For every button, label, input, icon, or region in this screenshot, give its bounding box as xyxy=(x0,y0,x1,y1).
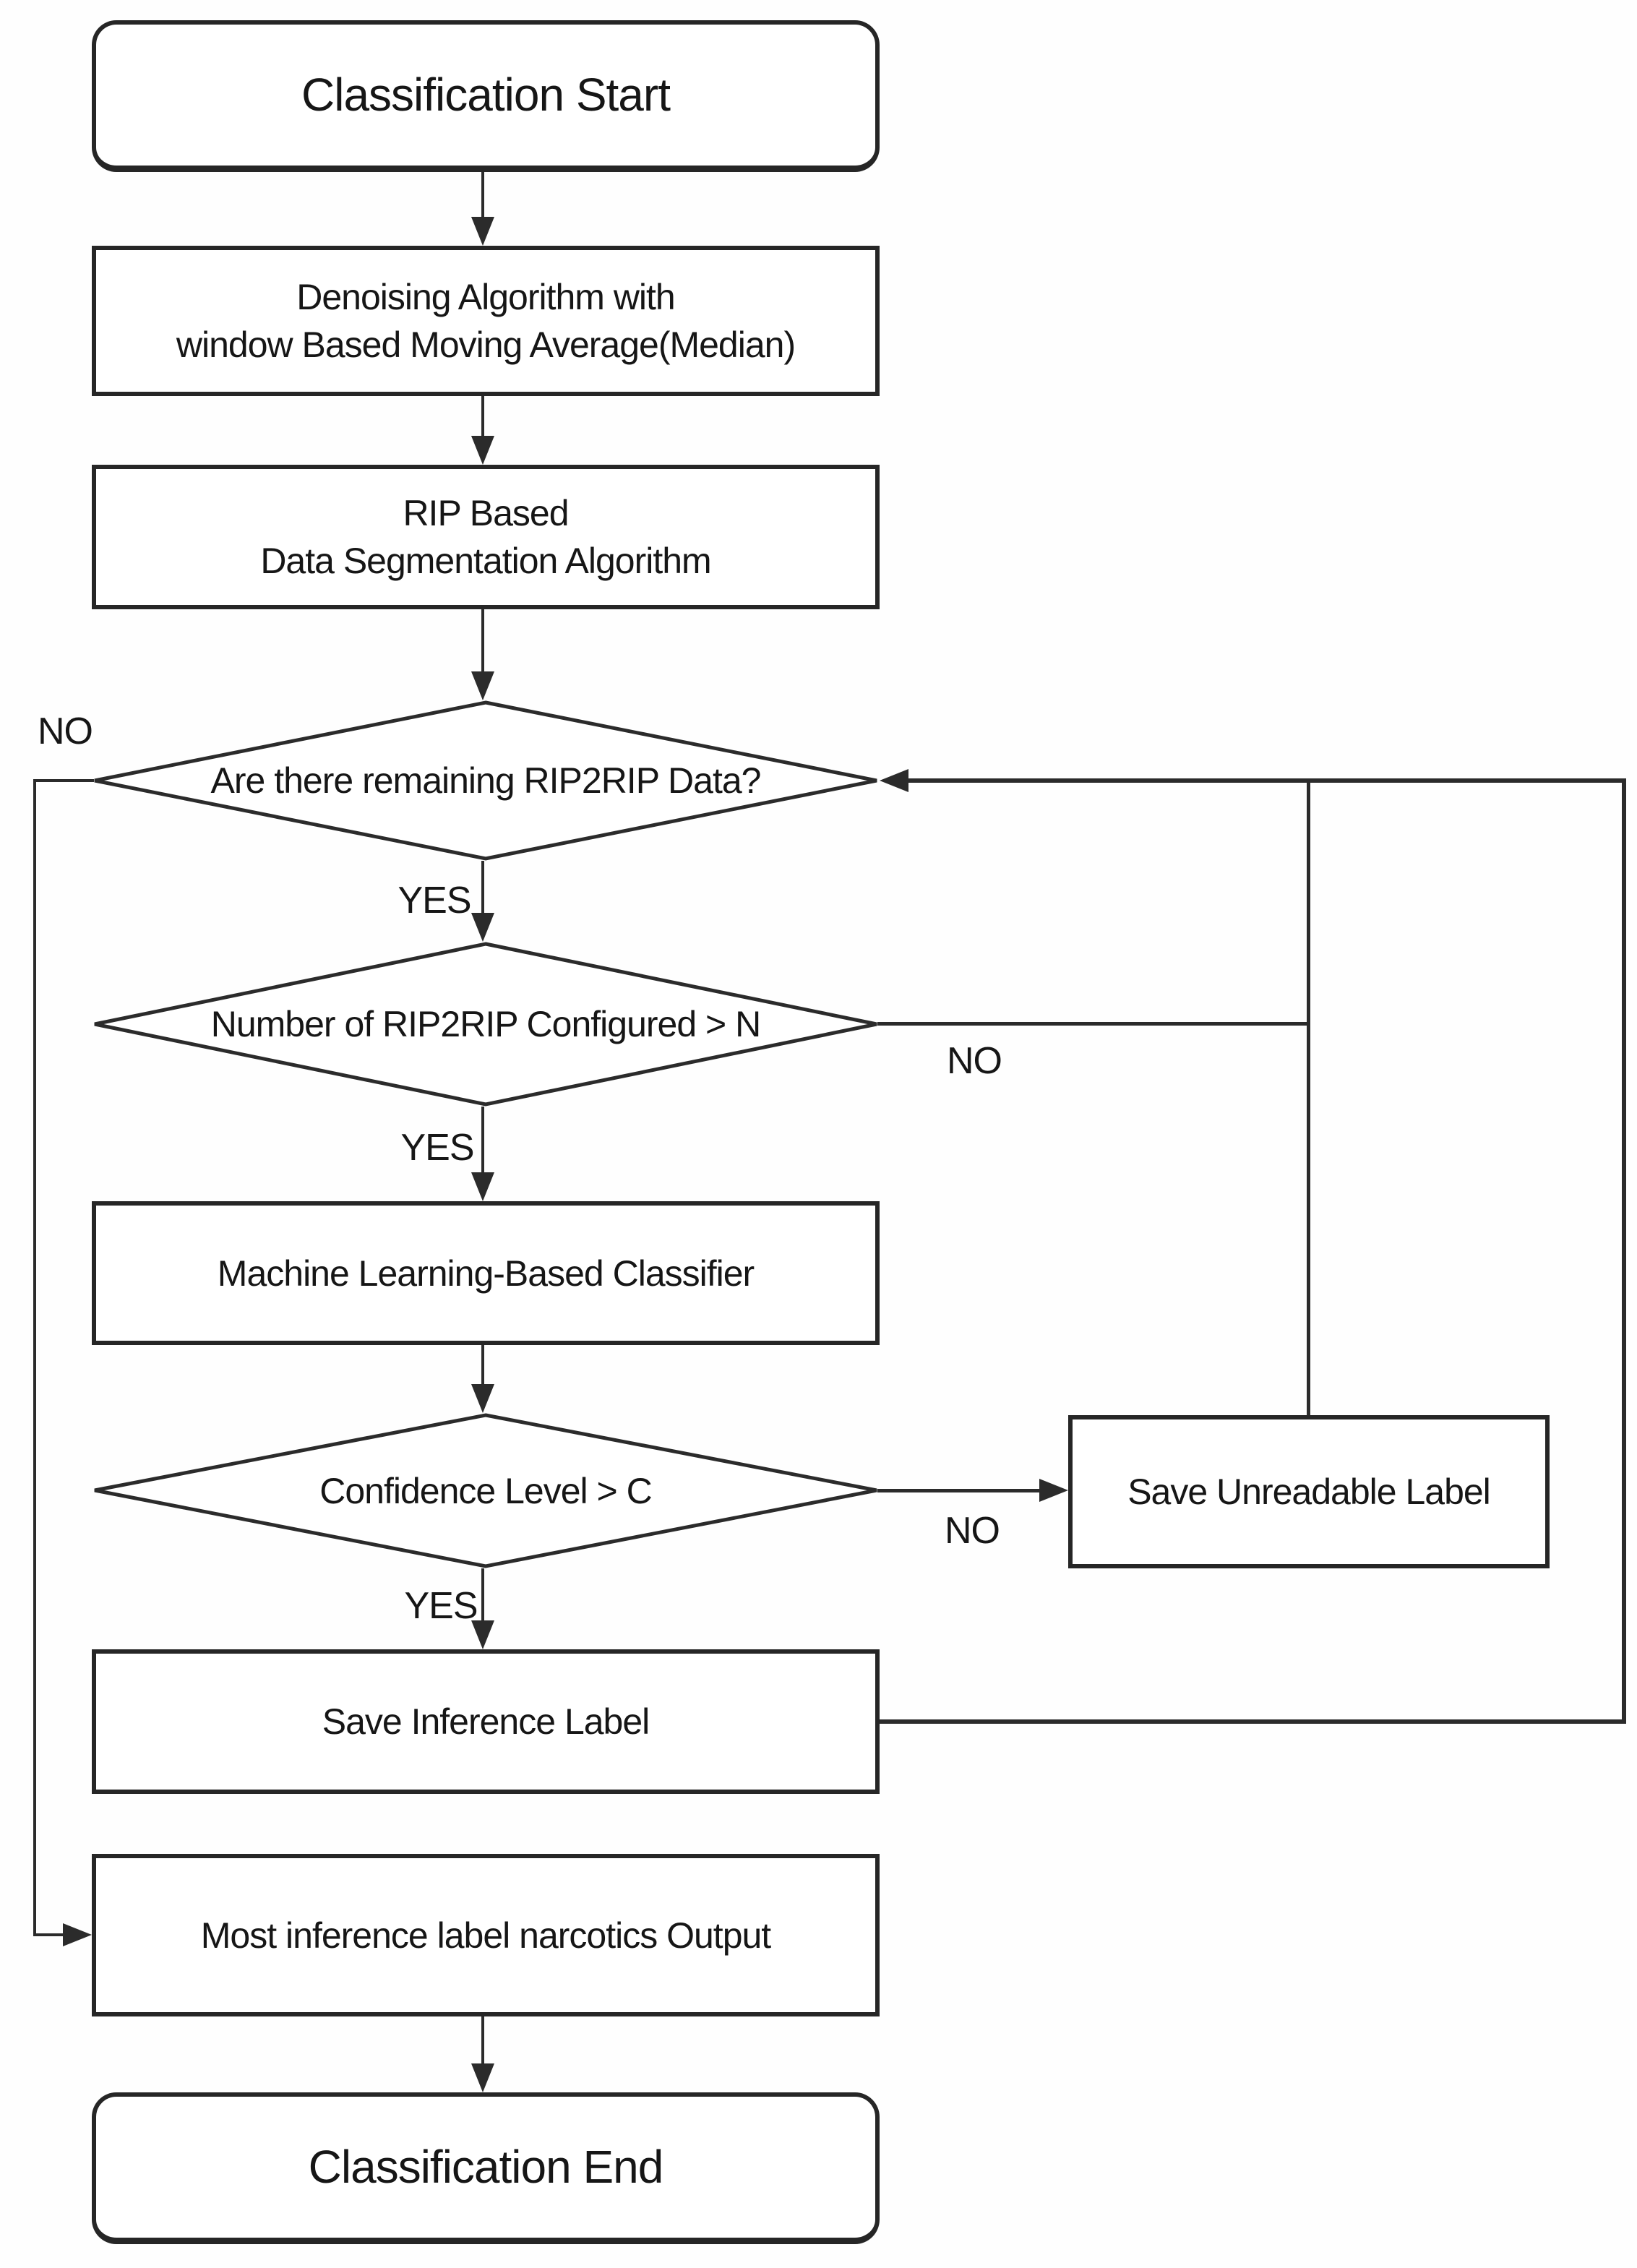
node-remaining-check: Are there remaining RIP2RIP Data? xyxy=(92,700,880,861)
edge-label-confidence-no: NO xyxy=(945,1510,1000,1552)
connector-confidence-no-right xyxy=(877,1489,1042,1492)
connector-configured-no-right xyxy=(877,1022,1310,1026)
connector-start-denoising xyxy=(481,172,484,218)
node-save-unreadable-label: Save Unreadable Label xyxy=(1127,1472,1491,1512)
node-save-inference-label: Save Inference Label xyxy=(322,1701,650,1742)
connector-unreadable-vertical xyxy=(1307,781,1310,1415)
node-confidence-check: Confidence Level > C xyxy=(92,1413,880,1568)
connector-remaining-yes-configured xyxy=(481,861,484,914)
arrowhead-into-remaining-right xyxy=(880,769,908,792)
edge-label-remaining-yes: YES xyxy=(398,880,471,922)
diamond-shape xyxy=(94,700,877,861)
node-denoising-label: Denoising Algorithm with window Based Mo… xyxy=(176,277,796,365)
connector-denoising-segmentation xyxy=(481,396,484,437)
node-confidence-check-label: Confidence Level > C xyxy=(319,1470,652,1511)
diamond-shape xyxy=(94,1413,877,1568)
connector-confidence-yes-save-inference xyxy=(481,1568,484,1622)
connector-remaining-no-left xyxy=(35,779,94,782)
arrowhead-into-classifier xyxy=(471,1172,494,1201)
node-denoising: Denoising Algorithm with window Based Mo… xyxy=(92,246,880,396)
node-remaining-check-label: Are there remaining RIP2RIP Data? xyxy=(210,760,762,801)
connector-configured-yes-classifier xyxy=(481,1107,484,1174)
node-save-unreadable: Save Unreadable Label xyxy=(1068,1415,1550,1568)
node-most-inference-output: Most inference label narcotics Output xyxy=(92,1854,880,2016)
arrowhead-into-save-inference xyxy=(471,1620,494,1649)
node-configured-check-label: Number of RIP2RIP Configured > N xyxy=(210,1004,762,1044)
feedback-bottom-horizontal xyxy=(880,1719,1626,1724)
edge-label-configured-yes: YES xyxy=(400,1127,474,1169)
connector-remaining-no-into-output xyxy=(33,1933,66,1936)
arrowhead-into-denoising xyxy=(471,217,494,246)
arrowhead-into-save-unreadable xyxy=(1039,1479,1068,1502)
arrowhead-into-output xyxy=(63,1923,92,1946)
node-segmentation-label: RIP Based Data Segmentation Algorithm xyxy=(260,493,711,581)
arrowhead-into-confidence-check xyxy=(471,1384,494,1413)
node-classification-end: Classification End xyxy=(92,2092,880,2244)
node-save-inference: Save Inference Label xyxy=(92,1649,880,1794)
node-classification-end-label: Classification End xyxy=(308,2141,664,2194)
diamond-shape xyxy=(94,942,877,1107)
arrowhead-into-remaining-check xyxy=(471,671,494,700)
arrowhead-into-configured-check xyxy=(471,913,494,942)
arrowhead-into-segmentation xyxy=(471,436,494,465)
node-classifier: Machine Learning-Based Classifier xyxy=(92,1201,880,1345)
edge-label-configured-no: NO xyxy=(947,1040,1002,1082)
connector-segmentation-remaining xyxy=(481,609,484,673)
edge-label-confidence-yes: YES xyxy=(404,1585,478,1627)
node-most-inference-output-label: Most inference label narcotics Output xyxy=(200,1915,771,1956)
feedback-right-vertical xyxy=(1622,778,1626,1724)
node-classification-start-label: Classification Start xyxy=(301,69,671,121)
node-classifier-label: Machine Learning-Based Classifier xyxy=(217,1253,755,1294)
edge-label-remaining-no: NO xyxy=(38,710,93,752)
node-segmentation: RIP Based Data Segmentation Algorithm xyxy=(92,465,880,609)
connector-remaining-no-down xyxy=(33,779,36,1936)
connector-output-end xyxy=(481,2016,484,2065)
connector-classifier-confidence xyxy=(481,1345,484,1386)
node-classification-start: Classification Start xyxy=(92,20,880,172)
arrowhead-into-end xyxy=(471,2063,494,2092)
feedback-top-horizontal xyxy=(907,778,1626,783)
node-configured-check: Number of RIP2RIP Configured > N xyxy=(92,942,880,1107)
